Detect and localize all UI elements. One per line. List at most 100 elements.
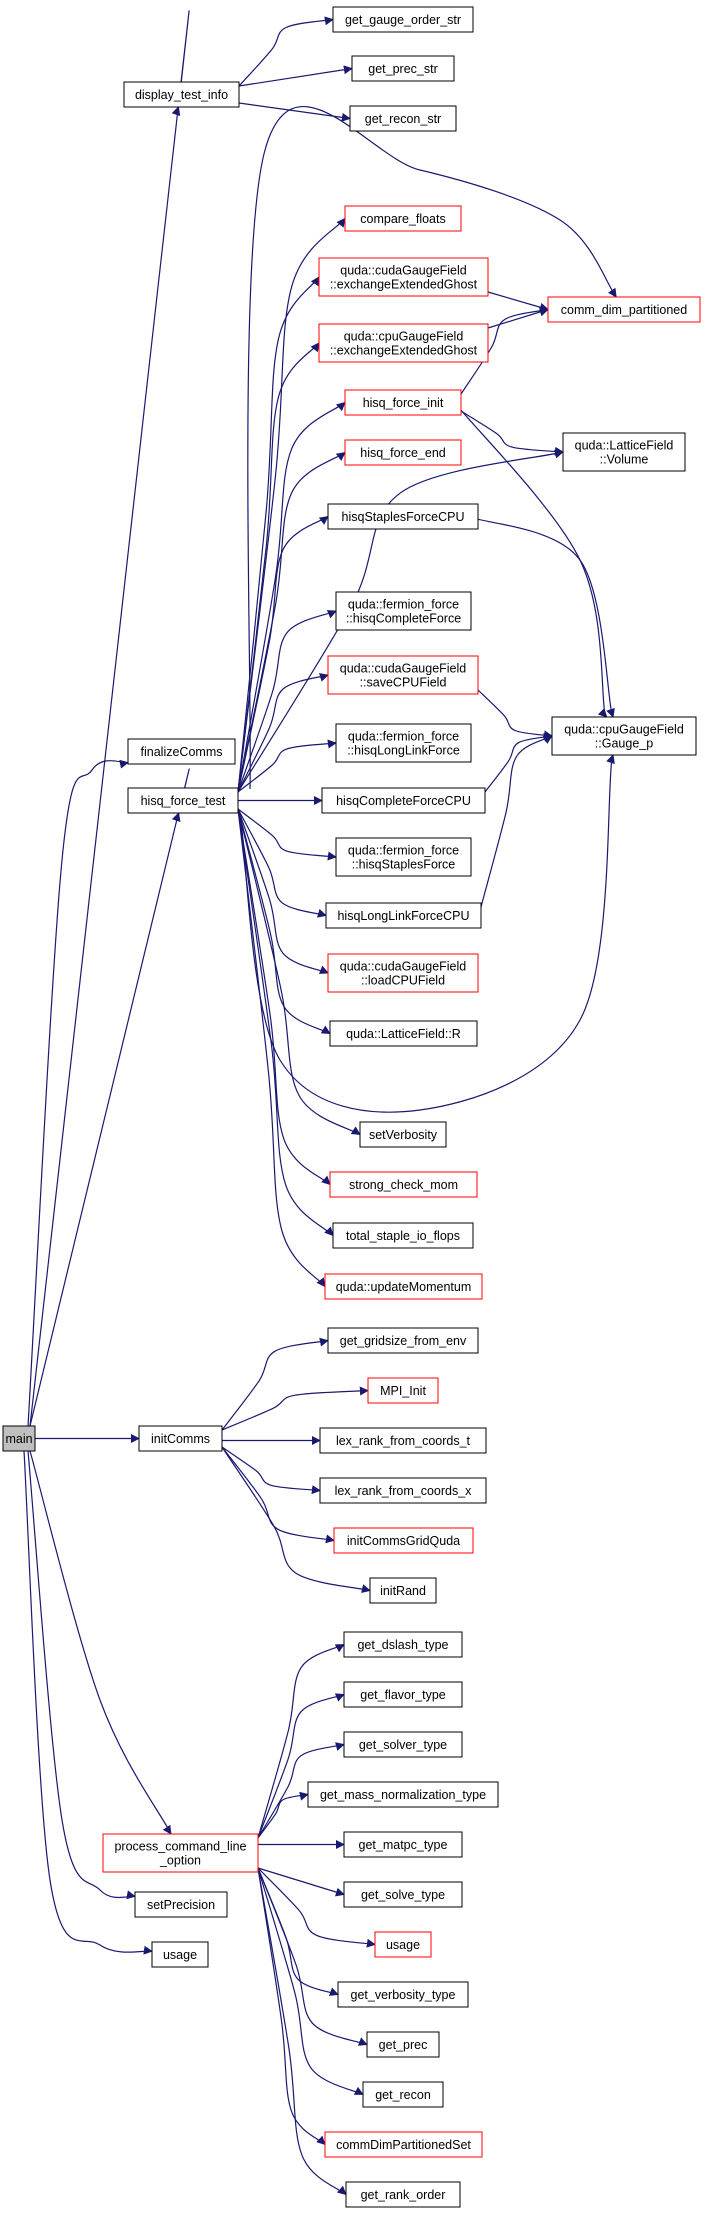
node-box[interactable] [335,723,472,763]
node-box[interactable] [327,503,479,530]
node-box[interactable] [134,1891,228,1918]
node-lattice-volume[interactable]: quda::LatticeField::Volume [562,432,686,472]
node-get-prec-str[interactable]: get_prec_str [351,55,455,82]
node-MPI-Init[interactable]: MPI_Init [367,1377,439,1404]
node-box[interactable] [344,389,462,416]
node-box[interactable] [349,105,457,132]
node-process-command-line-option[interactable]: process_command_line_option [102,1833,259,1873]
node-ff-hisqLongLinkForce[interactable]: quda::fermion_force::hisqLongLinkForce [335,723,472,763]
node-box[interactable] [335,591,472,631]
node-box[interactable] [327,953,479,993]
node-get-verbosity-type[interactable]: get_verbosity_type [337,1981,469,2008]
node-box[interactable] [362,2081,444,2108]
node-get-dslash-type[interactable]: get_dslash_type [343,1631,463,1658]
node-hisq-force-init[interactable]: hisq_force_init [344,389,462,416]
node-finalizeComms[interactable]: finalizeComms [127,738,236,765]
node-initCommsGridQuda[interactable]: initCommsGridQuda [333,1527,474,1554]
node-get-solver-type[interactable]: get_solver_type [343,1731,463,1758]
node-box[interactable] [344,205,462,232]
node-usage[interactable]: usage [151,1941,209,1968]
node-box[interactable] [332,6,474,33]
node-ff-hisqCompleteForce[interactable]: quda::fermion_force::hisqCompleteForce [335,591,472,631]
node-loadCPUField[interactable]: quda::cudaGaugeField::loadCPUField [327,953,479,993]
node-box[interactable] [329,1171,478,1198]
node-box[interactable] [324,1273,483,1300]
node-setVerbosity[interactable]: setVerbosity [359,1121,447,1148]
node-box[interactable] [327,1327,479,1354]
node-initComms[interactable]: initComms [138,1425,223,1452]
node-box[interactable] [367,1377,439,1404]
node-box[interactable] [151,1941,209,1968]
node-main[interactable]: main [2,1425,36,1452]
node-box[interactable] [318,323,489,363]
node-total-staple-io-flops[interactable]: total_staple_io_flops [332,1222,474,1249]
node-get-gauge-order-str[interactable]: get_gauge_order_str [332,6,474,33]
node-initRand[interactable]: initRand [369,1577,437,1604]
node-box[interactable] [319,1427,487,1454]
node-display-test-info[interactable]: display_test_info [123,81,240,108]
node-lattice-R[interactable]: quda::LatticeField::R [329,1020,478,1047]
node-hisq-force-end[interactable]: hisq_force_end [344,439,462,466]
node-get-prec[interactable]: get_prec [366,2031,440,2058]
node-get-flavor-type[interactable]: get_flavor_type [343,1681,463,1708]
node-hisqCompleteForceCPU[interactable]: hisqCompleteForceCPU [321,787,486,814]
node-box[interactable] [344,439,462,466]
node-box[interactable] [551,716,697,756]
node-get-mass-normalization-type[interactable]: get_mass_normalization_type [307,1781,499,1808]
node-compare-floats[interactable]: compare_floats [344,205,462,232]
node-cuda-exchange[interactable]: quda::cudaGaugeField::exchangeExtendedGh… [318,257,489,297]
node-get-solve-type[interactable]: get_solve_type [343,1881,463,1908]
node-box[interactable] [138,1425,223,1452]
node-ff-hisqStaplesForce[interactable]: quda::fermion_force::hisqStaplesForce [335,837,472,877]
node-box[interactable] [319,1477,487,1504]
node-get-recon[interactable]: get_recon [362,2081,444,2108]
node-box[interactable] [102,1833,259,1873]
node-comm-dim-partitioned[interactable]: comm_dim_partitioned [547,296,701,323]
node-box[interactable] [324,2131,483,2158]
node-lex-rank-t[interactable]: lex_rank_from_coords_t [319,1427,487,1454]
node-box[interactable] [335,837,472,877]
node-saveCPUField[interactable]: quda::cudaGaugeField::saveCPUField [327,655,479,695]
node-box[interactable] [343,1831,463,1858]
node-box[interactable] [2,1425,36,1452]
node-box[interactable] [369,1577,437,1604]
node-box[interactable] [343,1631,463,1658]
node-lex-rank-x[interactable]: lex_rank_from_coords_x [319,1477,487,1504]
node-strong-check-mom[interactable]: strong_check_mom [329,1171,478,1198]
node-box[interactable] [127,738,236,765]
node-box[interactable] [374,1931,432,1958]
node-cpu-exchange[interactable]: quda::cpuGaugeField::exchangeExtendedGho… [318,323,489,363]
node-box[interactable] [366,2031,440,2058]
node-box[interactable] [333,1527,474,1554]
node-box[interactable] [351,55,455,82]
node-box[interactable] [321,787,486,814]
node-box[interactable] [359,1121,447,1148]
node-get-recon-str[interactable]: get_recon_str [349,105,457,132]
node-gauge-p[interactable]: quda::cpuGaugeField::Gauge_p [551,716,697,756]
node-updateMomentum[interactable]: quda::updateMomentum [324,1273,483,1300]
node-box[interactable] [343,1731,463,1758]
node-box[interactable] [127,787,239,814]
node-get-rank-order[interactable]: get_rank_order [345,2181,461,2208]
node-hisqLongLinkForceCPU[interactable]: hisqLongLinkForceCPU [325,902,482,929]
node-box[interactable] [307,1781,499,1808]
node-box[interactable] [337,1981,469,2008]
node-box[interactable] [332,1222,474,1249]
node-box[interactable] [343,1881,463,1908]
node-commDimPartitionedSet[interactable]: commDimPartitionedSet [324,2131,483,2158]
node-hisq-force-test[interactable]: hisq_force_test [127,787,239,814]
node-box[interactable] [562,432,686,472]
node-usage-red[interactable]: usage [374,1931,432,1958]
node-box[interactable] [547,296,701,323]
node-box[interactable] [325,902,482,929]
node-get-gridsize-from-env[interactable]: get_gridsize_from_env [327,1327,479,1354]
node-box[interactable] [343,1681,463,1708]
node-box[interactable] [327,655,479,695]
node-setPrecision[interactable]: setPrecision [134,1891,228,1918]
node-get-matpc-type[interactable]: get_matpc_type [343,1831,463,1858]
node-box[interactable] [345,2181,461,2208]
node-box[interactable] [318,257,489,297]
node-box[interactable] [123,81,240,108]
node-hisqStaplesForceCPU[interactable]: hisqStaplesForceCPU [327,503,479,530]
node-box[interactable] [329,1020,478,1047]
